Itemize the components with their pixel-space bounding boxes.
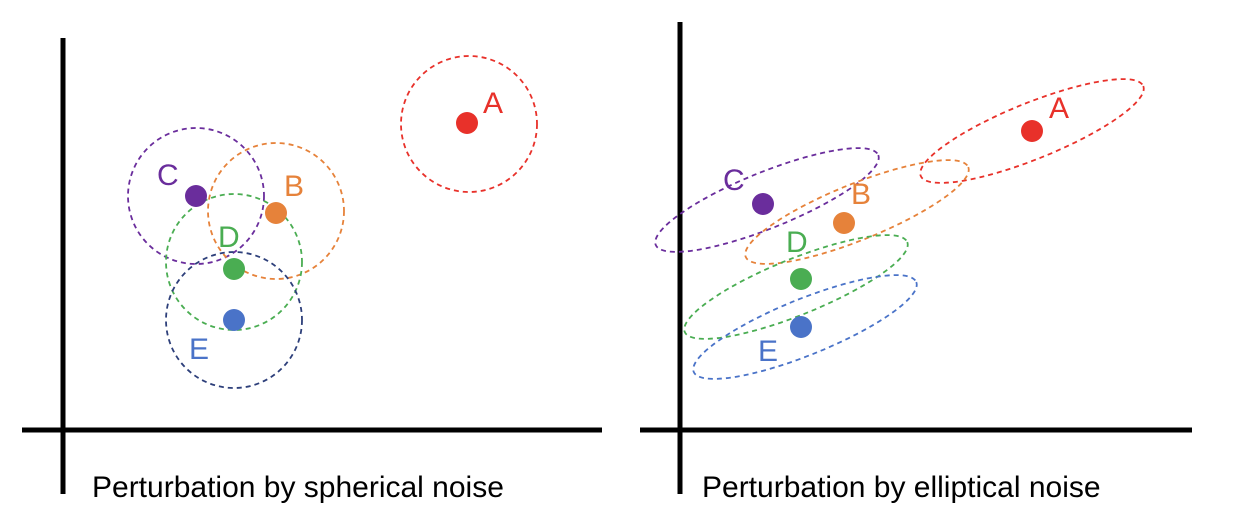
label-c-elliptical: C [723, 164, 745, 197]
panel-spherical: A B C D E Perturbation by spherical nois… [22, 38, 602, 504]
point-b [265, 202, 287, 224]
point-b-elliptical [833, 212, 855, 234]
noise-region-c-ellipse [654, 147, 880, 253]
point-d [223, 258, 245, 280]
noise-region-d-ellipse [683, 234, 909, 340]
point-d-elliptical [790, 268, 812, 290]
caption-spherical: Perturbation by spherical noise [92, 471, 504, 504]
point-c-elliptical [752, 193, 774, 215]
label-a: A [483, 87, 503, 120]
noise-region-c [127, 127, 265, 265]
noise-region-e [165, 251, 303, 389]
point-a-elliptical [1021, 120, 1043, 142]
label-b-elliptical: B [851, 178, 871, 211]
noise-region-b-ellipse [744, 159, 970, 265]
point-e-elliptical [790, 316, 812, 338]
label-c: C [157, 159, 179, 192]
label-b: B [284, 170, 304, 203]
noise-region-a-ellipse [919, 78, 1145, 184]
label-a-elliptical: A [1049, 92, 1069, 125]
noise-region-e-ellipse [692, 274, 918, 380]
label-d: D [218, 221, 240, 254]
point-a [456, 112, 478, 134]
label-e-elliptical: E [758, 335, 778, 368]
noise-region-d [165, 193, 303, 331]
caption-elliptical: Perturbation by elliptical noise [702, 471, 1101, 504]
point-e [223, 309, 245, 331]
noise-region-b [207, 142, 345, 280]
label-d-elliptical: D [786, 226, 808, 259]
panel-elliptical: A B C D E Perturbation by elliptical noi… [640, 22, 1192, 504]
noise-region-a [400, 55, 538, 193]
label-e: E [189, 333, 209, 366]
point-c [185, 185, 207, 207]
